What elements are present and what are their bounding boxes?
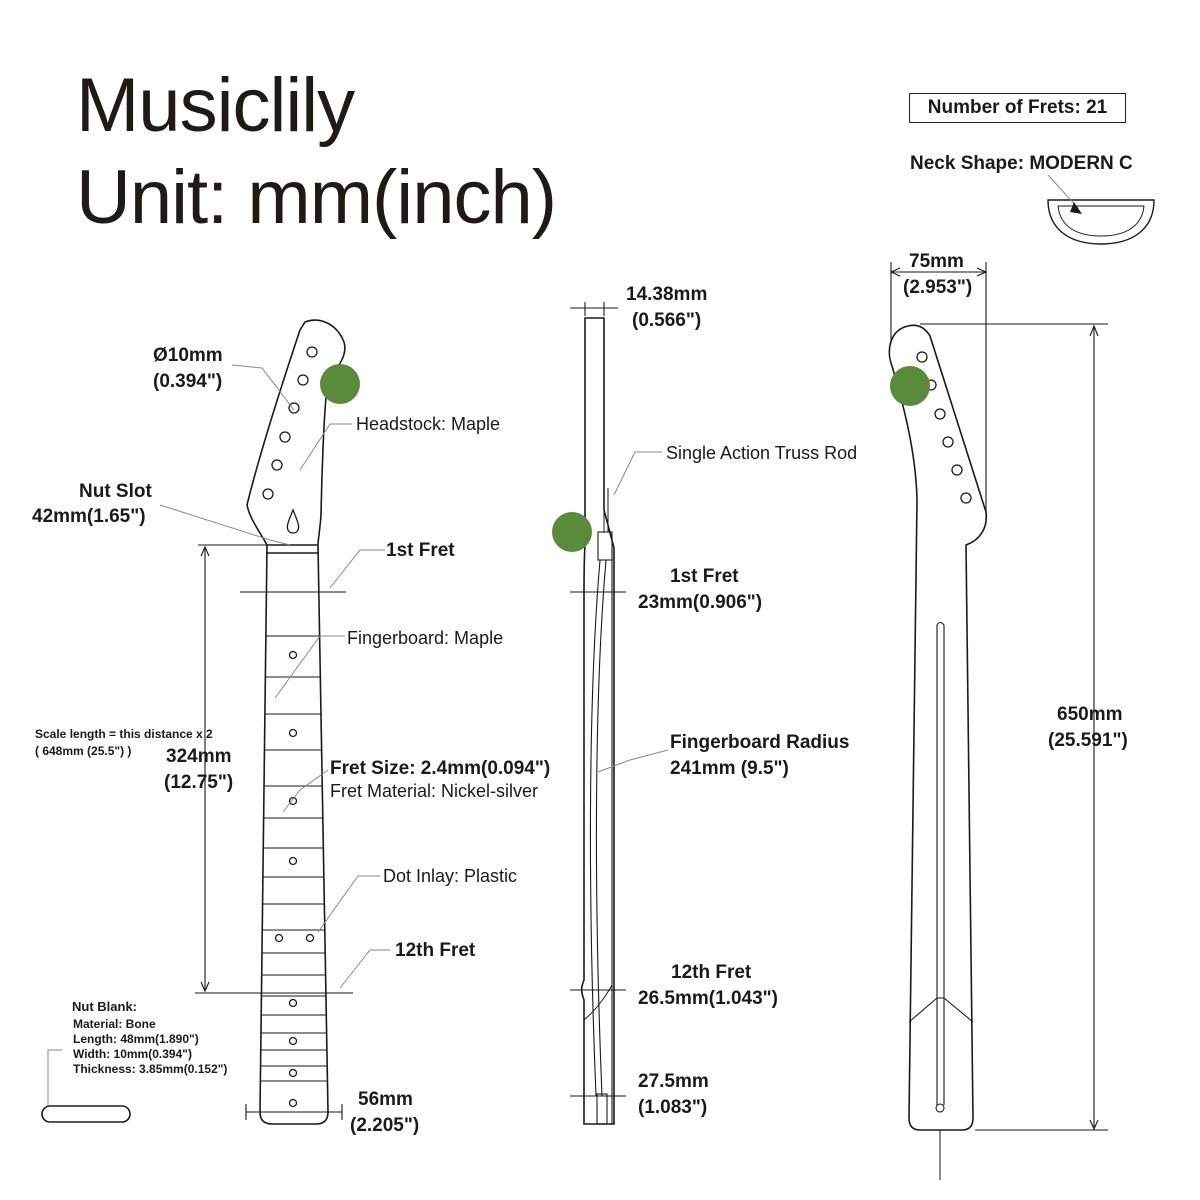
nut-blank-title: Nut Blank: [72, 999, 137, 1014]
head-width-mm: 75mm [909, 251, 964, 272]
headstock-label: Headstock: Maple [356, 414, 501, 434]
nut-blank-material: Material: Bone [73, 1017, 156, 1031]
side-leaders [597, 451, 669, 773]
scale-note-line1: Scale length = this distance x 2 [35, 727, 213, 741]
side-first-fret-value: 23mm(0.906") [638, 592, 763, 613]
side-twelfth-fret-value: 26.5mm(1.043") [638, 988, 778, 1009]
back-view-neck [41, 174, 1155, 1180]
heel-width-in: (2.205") [350, 1115, 420, 1136]
back-dimensions [889, 262, 1108, 1131]
neck-shape-profile [1047, 174, 1155, 245]
fingerboard-radius-title: Fingerboard Radius [670, 732, 850, 753]
truss-rod-access [286, 508, 300, 534]
nut-blank-length: Length: 48mm(1.890") [73, 1032, 199, 1046]
head-thickness-mm: 14.38mm [626, 284, 708, 305]
fret-lines [261, 591, 327, 1082]
dot-inlay-label: Dot Inlay: Plastic [383, 866, 518, 886]
side-heel-mm: 27.5mm [638, 1071, 709, 1092]
heel-width-mm: 56mm [358, 1089, 413, 1110]
head-thickness-in: (0.566") [632, 310, 702, 331]
marker-dot-side [552, 512, 592, 552]
hole-diameter-in: (0.394") [153, 371, 223, 392]
fingerboard-radius-value: 241mm (9.5") [670, 758, 789, 779]
dot-inlays [274, 650, 315, 1108]
front-dimensions [195, 544, 353, 1120]
back-tuner-holes [916, 351, 972, 504]
nut-blank-outline [41, 1049, 131, 1123]
marker-dot-front [320, 364, 360, 404]
truss-rod-label: Single Action Truss Rod [666, 443, 858, 463]
scale-length-mm: 324mm [166, 746, 232, 767]
neck-shape-label: Neck Shape: MODERN C [910, 153, 1133, 174]
side-view-neck [570, 302, 669, 1125]
tuner-holes [262, 346, 318, 500]
marker-dot-back [890, 366, 930, 406]
nut-slot-title: Nut Slot [79, 481, 152, 502]
fret-material-label: Fret Material: Nickel-silver [330, 781, 539, 801]
frets-count-box: Number of Frets: 21 [909, 93, 1126, 123]
neck-length-mm: 650mm [1057, 704, 1123, 725]
side-first-fret-title: 1st Fret [670, 566, 739, 587]
head-width-in: (2.953") [903, 277, 973, 298]
first-fret-label: 1st Fret [386, 540, 455, 561]
nut-slot-value: 42mm(1.65") [32, 506, 146, 527]
side-dimensions [570, 302, 626, 1097]
scale-length-in: (12.75") [164, 772, 234, 793]
side-heel-in: (1.083") [638, 1097, 708, 1118]
scale-note-line2: ( 648mm (25.5") ) [35, 744, 132, 758]
brand-title: Musiclily [76, 63, 355, 148]
hole-diameter-mm: Ø10mm [153, 345, 223, 366]
nut-blank-width: Width: 10mm(0.394") [73, 1047, 192, 1061]
front-view-neck [159, 319, 390, 1125]
fingerboard-label: Fingerboard: Maple [347, 628, 504, 648]
nut-blank-thickness: Thickness: 3.85mm(0.152") [73, 1062, 228, 1076]
front-leaders [159, 364, 390, 989]
twelfth-fret-label: 12th Fret [395, 940, 476, 961]
neck-length-in: (25.591") [1048, 730, 1128, 751]
unit-title: Unit: mm(inch) [76, 155, 557, 240]
fret-size-label: Fret Size: 2.4mm(0.094") [330, 758, 551, 779]
side-twelfth-fret-title: 12th Fret [671, 962, 752, 983]
